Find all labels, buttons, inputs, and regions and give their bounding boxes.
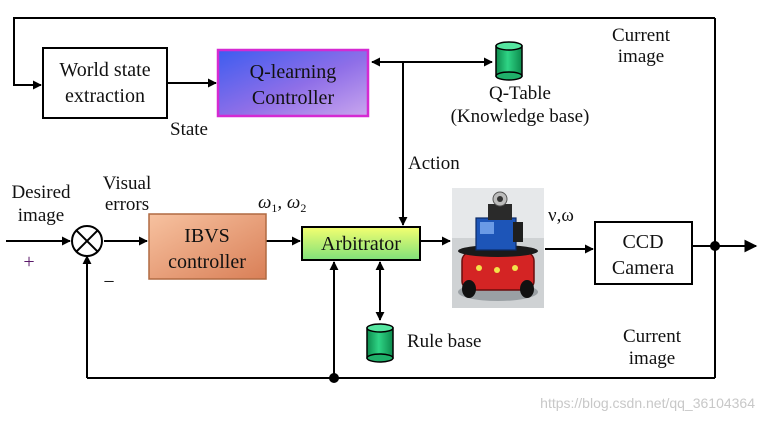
q-learning-line2: Controller: [252, 87, 335, 109]
top-feedback-loop: [13, 17, 716, 246]
ibvs-line2: controller: [168, 251, 246, 273]
omega-label: ω1, ω2: [258, 192, 306, 215]
action-label: Action: [408, 153, 460, 174]
visual-errors-line2: errors: [105, 194, 149, 215]
minus-sign: −: [103, 271, 114, 293]
ccd-camera-block: CCD Camera: [594, 221, 693, 285]
omega-2-subscript: 2: [300, 201, 306, 215]
q-table-line2: (Knowledge base): [451, 106, 590, 127]
current-image-bottom-line1: Current: [623, 326, 682, 347]
arbitrator-label: Arbitrator: [321, 233, 401, 255]
omega-1-subscript: 1: [271, 201, 277, 215]
desired-image-line1: Desired: [11, 182, 71, 203]
world-state-extraction-block: World state extraction: [42, 47, 168, 119]
omega-2-symbol: , ω: [277, 192, 300, 213]
signal-lines: [6, 57, 758, 321]
desired-image-line2: image: [18, 205, 64, 226]
current-image-top-line1: Current: [612, 25, 671, 46]
plus-sign: +: [23, 251, 34, 273]
junction-dot-bottom: [329, 373, 339, 383]
junction-dot-output: [710, 241, 720, 251]
omega-1-symbol: ω: [258, 192, 271, 213]
q-table-line1: Q-Table: [489, 83, 551, 104]
state-label: State: [170, 119, 208, 140]
summing-junction: [71, 225, 103, 257]
visual-errors-line1: Visual: [103, 173, 151, 194]
rule-base-database-icon: [366, 323, 394, 363]
ccd-line2: Camera: [612, 257, 674, 279]
current-image-top-line2: image: [618, 46, 664, 67]
watermark: https://blog.csdn.net/qq_36104364: [540, 395, 755, 411]
q-learning-controller-block: Q-learning Controller: [216, 48, 370, 118]
rule-base-label: Rule base: [407, 331, 481, 352]
world-state-line2: extraction: [65, 85, 145, 107]
ibvs-line1: IBVS: [184, 225, 230, 247]
ibvs-controller-block: IBVS controller: [148, 213, 267, 280]
bottom-feedback-loop: [82, 246, 716, 379]
arbitrator-block: Arbitrator: [301, 226, 421, 261]
current-image-bottom-line2: image: [629, 348, 675, 369]
velocity-label: ν,ω: [548, 205, 574, 226]
ccd-line1: CCD: [622, 231, 663, 253]
world-state-line1: World state: [59, 59, 150, 81]
robot-image: [452, 188, 544, 308]
q-learning-line1: Q-learning: [250, 61, 337, 83]
q-table-database-icon: [495, 41, 523, 81]
